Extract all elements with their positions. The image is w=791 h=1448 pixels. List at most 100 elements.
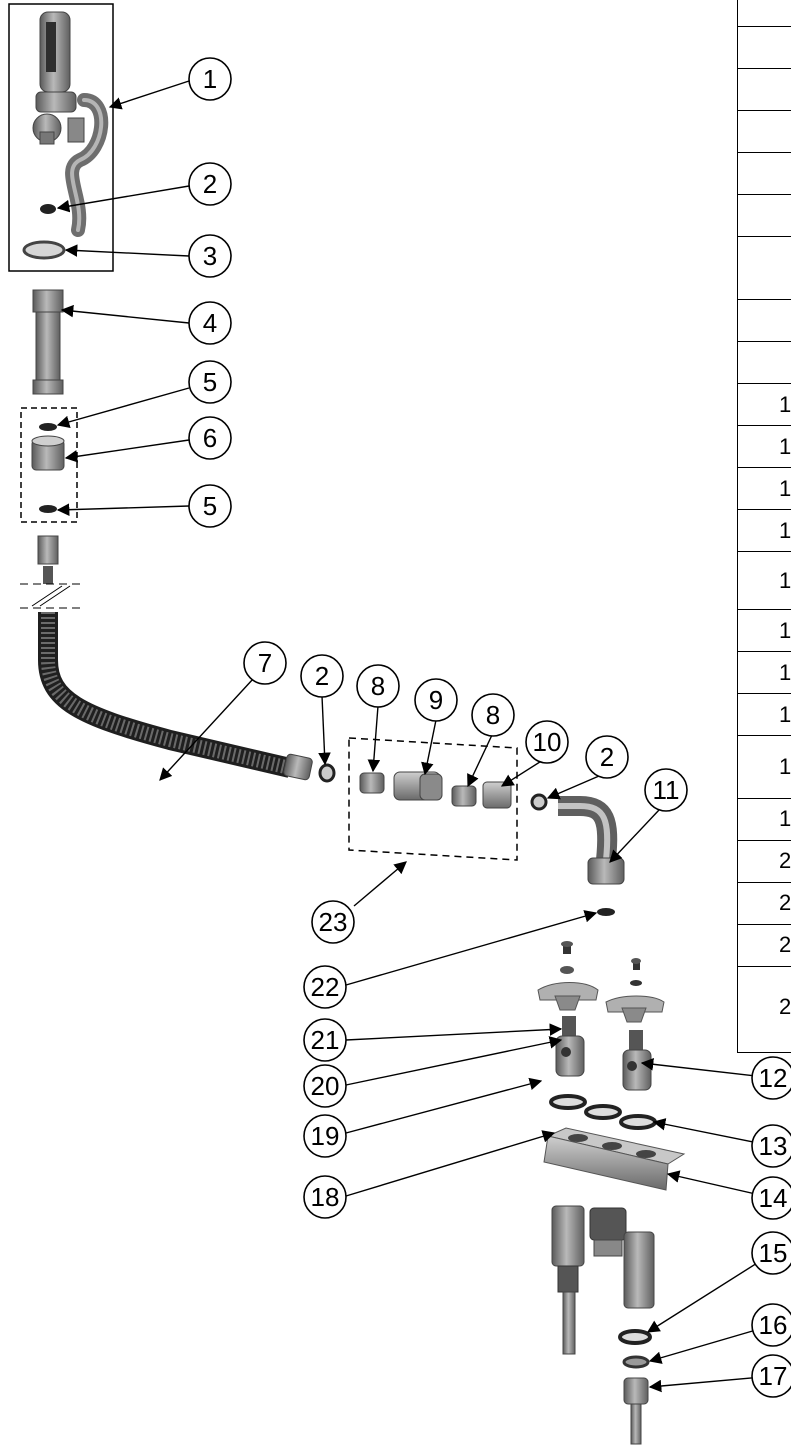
assembly-box-23: [348, 737, 518, 861]
fitting-part-8a: [359, 772, 385, 794]
o-ring-part-5a: [39, 423, 57, 431]
table-row-label: 1: [779, 806, 791, 831]
callout-17: 17: [751, 1354, 791, 1398]
callout-4: 4: [188, 301, 232, 345]
table-row-label: 2: [779, 848, 791, 873]
spray-valve-part: [32, 11, 109, 237]
svg-text:2: 2: [315, 661, 329, 691]
svg-text:22: 22: [311, 972, 340, 1002]
callout-7: 7: [243, 641, 287, 685]
svg-text:8: 8: [371, 671, 385, 701]
index-part-12: [630, 980, 642, 986]
washer-part-15: [618, 1329, 652, 1345]
table-row-label: 1: [779, 754, 791, 779]
washer-part-2: [40, 204, 56, 214]
svg-text:23: 23: [319, 907, 348, 937]
callout-6: 6: [188, 416, 232, 460]
cartridge-part-18: [555, 1016, 585, 1077]
callout-8b: 8: [471, 693, 515, 737]
svg-text:5: 5: [203, 367, 217, 397]
screw-part-21: [561, 941, 573, 954]
callout-18: 18: [303, 1175, 347, 1219]
riser-part-4: [32, 289, 64, 395]
faucet-body: [551, 1205, 655, 1355]
svg-text:19: 19: [311, 1121, 340, 1151]
callout-13: 13: [751, 1124, 791, 1168]
table-row-label: 1: [779, 434, 791, 459]
o-ring-part-5b: [39, 505, 57, 513]
nut-part-16: [622, 1355, 650, 1369]
svg-text:4: 4: [203, 308, 217, 338]
callout-20: 20: [303, 1064, 347, 1108]
gasket-part-3: [22, 240, 66, 260]
table-row-label: 1: [779, 618, 791, 643]
svg-text:17: 17: [759, 1361, 788, 1391]
assembly-box-1: [8, 3, 114, 272]
svg-text:18: 18: [311, 1182, 340, 1212]
svg-text:11: 11: [653, 775, 680, 805]
coupling-part-9: [393, 771, 443, 801]
callout-23: 23: [311, 900, 355, 944]
table-row-label: 1: [779, 660, 791, 685]
screw-part-12-right: [631, 958, 641, 970]
table-row-label: 1: [779, 392, 791, 417]
base-plate-part-14: [543, 1127, 686, 1191]
callout-3: 3: [188, 234, 232, 278]
callouts: 1 2 3 4 5 6 5 7 2 8 9 8 10 2 11 23 22 21…: [188, 57, 791, 1398]
callout-22: 22: [303, 965, 347, 1009]
callout-14: 14: [751, 1176, 791, 1220]
callout-2c: 2: [585, 735, 629, 779]
spout-part-11: [558, 796, 625, 885]
svg-text:10: 10: [533, 727, 562, 757]
callout-5a: 5: [188, 360, 232, 404]
callout-8a: 8: [356, 664, 400, 708]
locknut-part-17: [623, 1377, 649, 1445]
leader-lines: [56, 80, 774, 1393]
svg-text:7: 7: [258, 648, 272, 678]
callout-2b: 2: [300, 654, 344, 698]
fitting-part-8b: [451, 785, 477, 807]
svg-text:13: 13: [759, 1131, 788, 1161]
callout-2a: 2: [188, 162, 232, 206]
svg-text:3: 3: [203, 241, 217, 271]
callout-5b: 5: [188, 484, 232, 528]
callout-1: 1: [188, 57, 232, 101]
assembly-box-5-6: [20, 407, 78, 523]
table-row-label: 1: [779, 702, 791, 727]
callout-12: 12: [751, 1056, 791, 1100]
table-row-label: 2: [779, 890, 791, 915]
svg-text:21: 21: [311, 1025, 340, 1055]
svg-text:14: 14: [759, 1183, 788, 1213]
washer-part-2c: [530, 793, 548, 811]
washers-part-13: [549, 1094, 657, 1130]
table-row-label: 1: [779, 476, 791, 501]
handle-part-19: [537, 982, 599, 1011]
svg-text:5: 5: [203, 491, 217, 521]
svg-text:6: 6: [203, 423, 217, 453]
cartridge-part-right: [622, 1030, 652, 1091]
table-row-label: 1: [779, 568, 791, 593]
table-row-label: 2: [779, 994, 791, 1019]
hose-part-7: [20, 535, 313, 781]
parts-table: 1 1 1 1 1 1 1 1 1 1 2 2 2 2: [737, 0, 791, 1053]
svg-text:8: 8: [486, 700, 500, 730]
svg-text:2: 2: [600, 742, 614, 772]
callout-21: 21: [303, 1018, 347, 1062]
callout-15: 15: [751, 1231, 791, 1275]
washer-part-2b: [318, 763, 336, 783]
handle-part-right: [605, 995, 665, 1023]
svg-text:20: 20: [311, 1071, 340, 1101]
adapter-part-6: [31, 435, 65, 471]
table-row-label: 2: [779, 932, 791, 957]
callout-16: 16: [751, 1303, 791, 1347]
svg-text:12: 12: [759, 1063, 788, 1093]
index-part-20: [560, 966, 574, 974]
callout-10: 10: [525, 720, 569, 764]
callout-11: 11: [644, 768, 688, 812]
svg-text:15: 15: [759, 1238, 788, 1268]
svg-text:1: 1: [203, 64, 217, 94]
table-row-label: 1: [779, 518, 791, 543]
svg-text:16: 16: [759, 1310, 788, 1340]
nut-part-10: [482, 781, 512, 809]
